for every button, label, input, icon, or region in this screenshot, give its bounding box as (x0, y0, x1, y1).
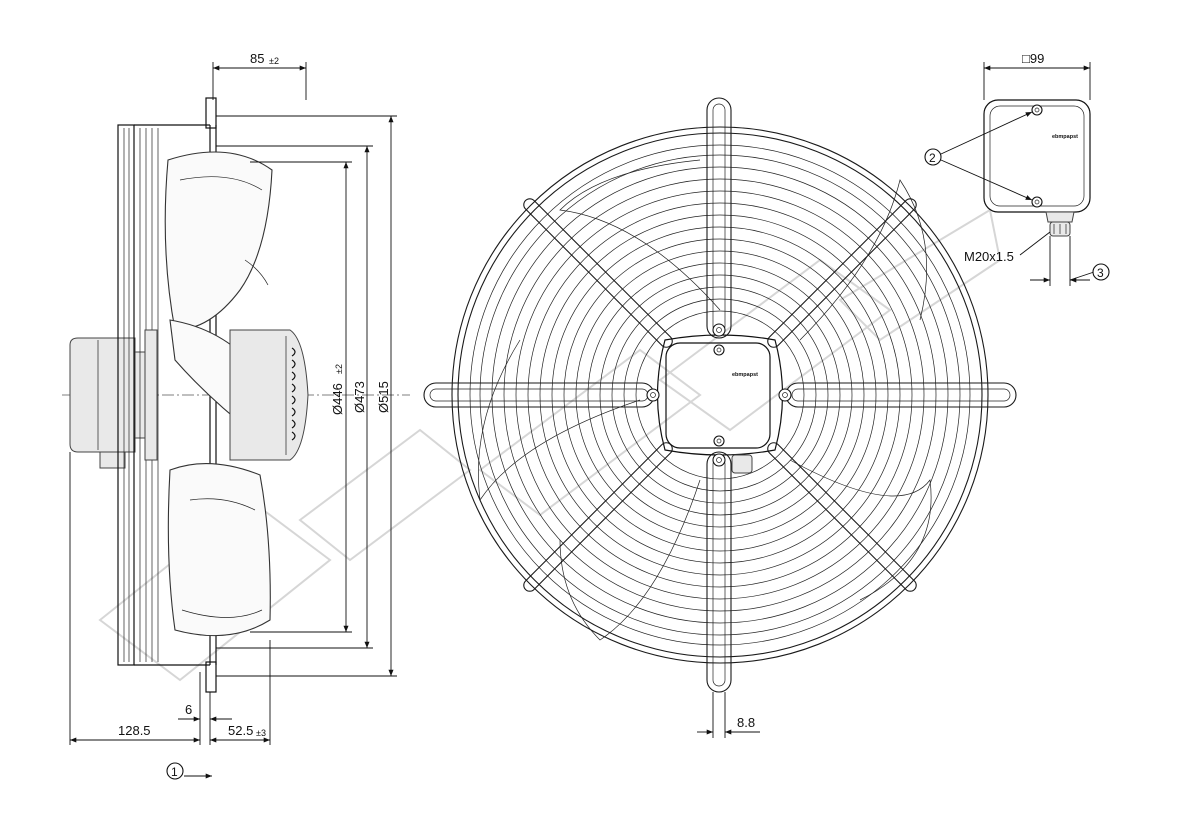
callout-3-circle (1092, 263, 1110, 281)
side-dimensions: 85 ±2 Ø446 ±2 Ø473 Ø515 128.5 6 52.5 ±3 (69, 51, 397, 780)
cable-gland (1045, 211, 1075, 223)
mounting-bars (423, 97, 1017, 693)
dim-515-label: Ø515 (376, 381, 391, 413)
dim-446-label: Ø446 (330, 383, 345, 415)
blade-top (164, 151, 273, 331)
dim-52-label: 52.5 (228, 723, 253, 738)
blade-bottom (167, 463, 271, 637)
thread-label: M20x1.5 (964, 249, 1014, 264)
watermark (98, 208, 1002, 682)
dim-473-label: Ø473 (352, 381, 367, 413)
front-view: ebmpapst 8.8 (423, 97, 1017, 738)
dim-8-8-label: 8.8 (737, 715, 755, 730)
callout-3-label: 3 (1097, 266, 1104, 280)
hub-fins (291, 347, 296, 441)
box-screw-bottom (1031, 196, 1043, 208)
rotor-hub (229, 329, 309, 461)
dim-52-tol: ±3 (256, 728, 266, 738)
hub-screws (646, 323, 792, 467)
callout-1-circle (166, 762, 184, 780)
dim-99-label: □99 (1022, 51, 1044, 66)
motor-housing (69, 337, 136, 453)
callout-1-label: 1 (171, 765, 178, 779)
cable-gland-front (731, 454, 753, 474)
front-blades (478, 159, 932, 641)
terminal-box-detail: □99 ebmpapst 2 M20x1.5 3 (924, 51, 1110, 286)
box-brand: ebmpapst (1052, 134, 1078, 140)
dim-6-label: 6 (185, 702, 192, 717)
box-screw-top (1031, 104, 1043, 116)
dim-85-tol: ±2 (269, 56, 279, 66)
dim-446-tol: ±2 (334, 364, 344, 374)
callout-2-label: 2 (929, 151, 936, 165)
terminal-box (983, 99, 1091, 213)
hub-outline (656, 334, 784, 456)
callout-2-circle (924, 148, 942, 166)
terminal-box-front (665, 342, 771, 449)
guard-rings (451, 126, 989, 664)
dim-85-label: 85 (250, 51, 264, 66)
dim-128-label: 128.5 (118, 723, 151, 738)
side-view (62, 97, 410, 693)
hub-brand: ebmpapst (732, 372, 758, 378)
